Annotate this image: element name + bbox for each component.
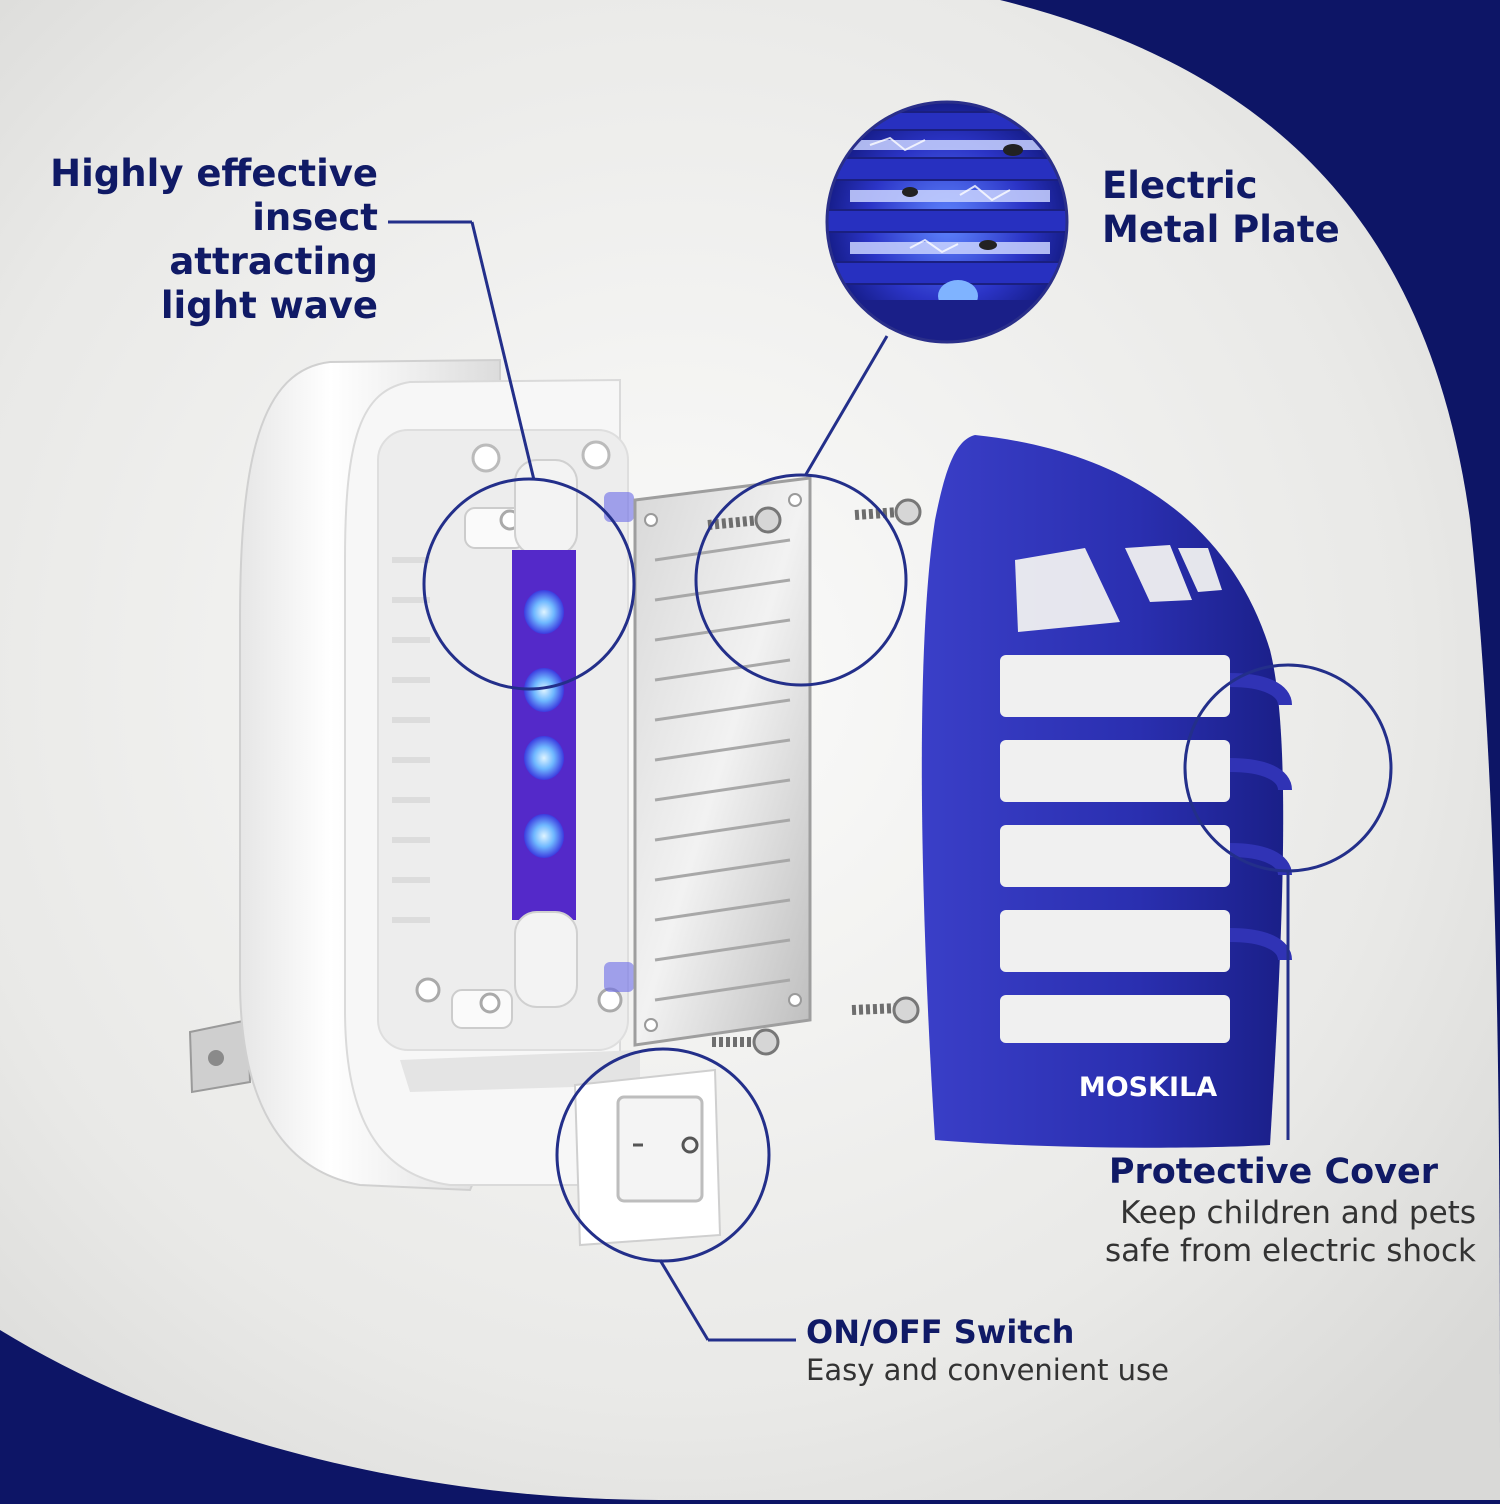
callout-label-switch: ON/OFF Switch Easy and convenient use — [806, 1312, 1266, 1388]
metal-plate — [633, 476, 812, 1047]
callout-lines — [388, 220, 1393, 1342]
cover-title: Protective Cover — [1108, 1152, 1438, 1192]
cover-desc-line-2: safe from electric shock — [1105, 1233, 1476, 1269]
led-row — [524, 590, 564, 858]
switch-title: ON/OFF Switch — [806, 1313, 1075, 1351]
callout-label-metal-plate: Electric Metal Plate — [1102, 164, 1402, 252]
metal-plate-zoom — [825, 100, 1069, 344]
metal-plate-line-2: Metal Plate — [1102, 208, 1340, 251]
callout-circle-switch — [555, 1047, 771, 1263]
callout-label-cover: Protective Cover Keep children and pets … — [1080, 1150, 1490, 1270]
uv-led-tube — [512, 459, 634, 1008]
light-wave-line-2: insect attracting — [169, 196, 378, 283]
cover-desc-line-1: Keep children and pets — [1120, 1195, 1476, 1231]
switch-desc: Easy and convenient use — [806, 1353, 1170, 1387]
switch-off-mark — [681, 1136, 699, 1154]
callout-circle-led — [422, 477, 636, 691]
rocker-switch — [573, 1068, 722, 1247]
brand-logo: MOSKILA — [1079, 1072, 1217, 1103]
light-wave-line-1: Highly effective — [50, 152, 378, 195]
screws — [707, 498, 922, 1056]
callout-label-light-wave: Highly effective insect attracting light… — [40, 152, 378, 328]
light-wave-line-3: light wave — [160, 284, 378, 327]
metal-plate-line-1: Electric — [1102, 164, 1258, 207]
protective-cover: MOSKILA — [921, 435, 1292, 1148]
callout-circle-plate — [694, 473, 908, 687]
